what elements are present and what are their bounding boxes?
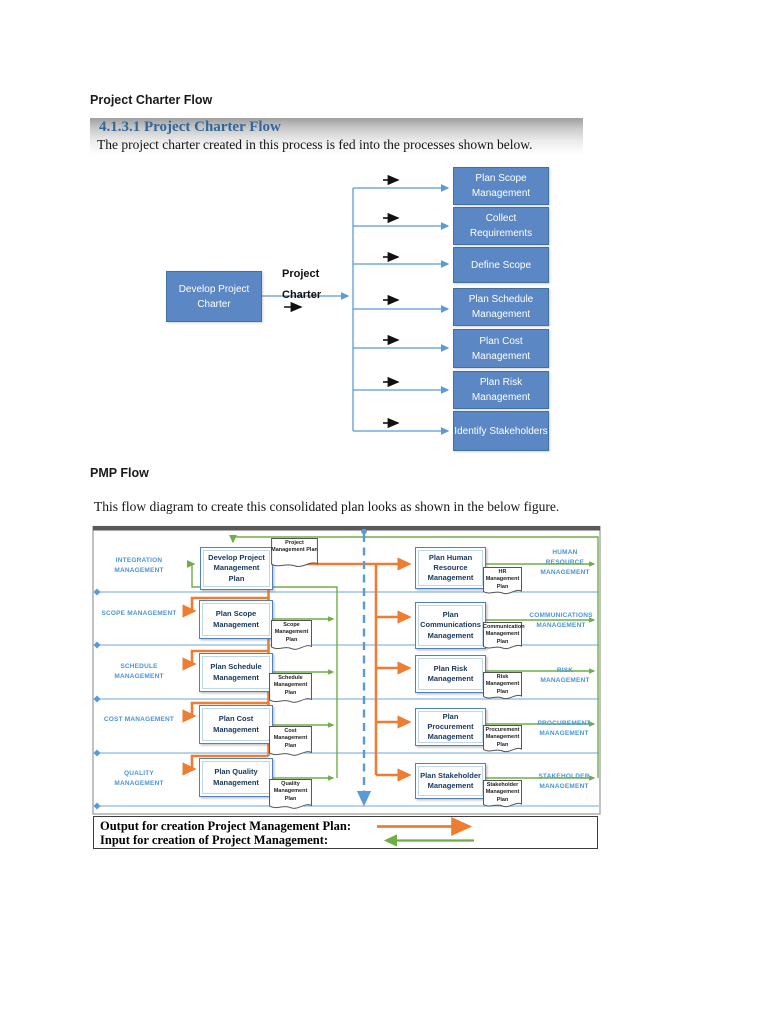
charter-flow-connectors <box>260 184 450 435</box>
lane-scope-management: SCOPE MANAGEMENT <box>101 610 177 617</box>
document-stakeholder-management-plan: Stakeholder Management Plan <box>483 780 522 810</box>
node-collect-requirements: Collect Requirements <box>453 207 549 245</box>
document-risk-management-plan: Risk Management Plan <box>483 672 522 702</box>
node-plan-human-resource-management: Plan Human Resource Management <box>415 547 486 589</box>
document-hr-management-plan: HR Management Plan <box>483 567 522 597</box>
project-charter-connector-label: Project Charter <box>282 268 322 301</box>
pmp-center-dashed-line <box>356 528 372 807</box>
node-plan-risk-management-pmp: Plan Risk Management <box>415 655 486 693</box>
document-schedule-management-plan: Schedule Management Plan <box>269 673 312 706</box>
node-plan-scope-management-pmp: Plan Scope Management <box>199 600 273 639</box>
node-plan-communications-management: Plan Communications Management <box>415 602 486 649</box>
section-intro-text: The project charter created in this proc… <box>97 137 533 152</box>
document-procurement-management-plan: Procurement Management Plan <box>483 725 522 755</box>
document-communication-management-plan: Communication Management Plan <box>483 622 525 652</box>
node-plan-schedule-management: Plan Schedule Management <box>453 288 549 326</box>
node-plan-cost-management-pmp: Plan Cost Management <box>199 705 273 744</box>
node-identify-stakeholders: Identify Stakeholders <box>453 411 549 451</box>
legend-box: Output for creation Project Management P… <box>93 816 598 849</box>
lane-integration-management: INTEGRATION MANAGEMENT <box>114 557 164 574</box>
pmp-intro-text: This flow diagram to create this consoli… <box>94 499 560 514</box>
node-plan-scope-management: Plan Scope Management <box>453 167 549 205</box>
node-plan-cost-management: Plan Cost Management <box>453 329 549 368</box>
lane-human-resource-management: HUMAN RESOURCE MANAGEMENT <box>540 549 590 576</box>
lane-stakeholder-management: STAKEHOLDER MANAGEMENT <box>538 773 590 790</box>
node-develop-project-management-plan: Develop Project Management Plan <box>200 547 273 590</box>
node-define-scope: Define Scope <box>453 247 549 283</box>
document-quality-management-plan: Quality Management Plan <box>269 779 312 812</box>
document-cost-management-plan: Cost Management Plan <box>269 726 312 759</box>
document-project-management-plan: Project Management Plan <box>271 538 318 570</box>
node-plan-risk-management: Plan Risk Management <box>453 371 549 409</box>
node-plan-procurement-management: Plan Procurement Management <box>415 708 486 746</box>
node-plan-schedule-management-pmp: Plan Schedule Management <box>199 653 273 692</box>
lane-risk-management: RISK MANAGEMENT <box>540 667 590 684</box>
legend-input-label: Input for creation of Project Management… <box>100 833 329 847</box>
legend-output-label: Output for creation Project Management P… <box>100 819 351 833</box>
lane-quality-management: QUALITY MANAGEMENT <box>114 770 164 787</box>
lane-communications-management: COMMUNICATIONS MANAGEMENT <box>529 612 593 629</box>
lane-cost-management: COST MANAGEMENT <box>103 716 175 723</box>
node-plan-stakeholder-management: Plan Stakeholder Management <box>415 763 486 799</box>
node-plan-quality-management: Plan Quality Management <box>199 758 273 797</box>
page-title: Project Charter Flow <box>90 93 213 107</box>
node-develop-project-charter: Develop Project Charter <box>166 271 262 322</box>
lane-schedule-management: SCHEDULE MANAGEMENT <box>114 663 164 680</box>
lane-procurement-management: PROCUREMENT MANAGEMENT <box>537 720 591 737</box>
pmp-flow-title: PMP Flow <box>90 466 149 480</box>
document-scope-management-plan: Scope Management Plan <box>271 620 312 653</box>
section-heading-band: 4.1.3.1 Project Charter Flow The project… <box>90 118 583 155</box>
section-number-title: 4.1.3.1 Project Charter Flow <box>99 119 281 135</box>
